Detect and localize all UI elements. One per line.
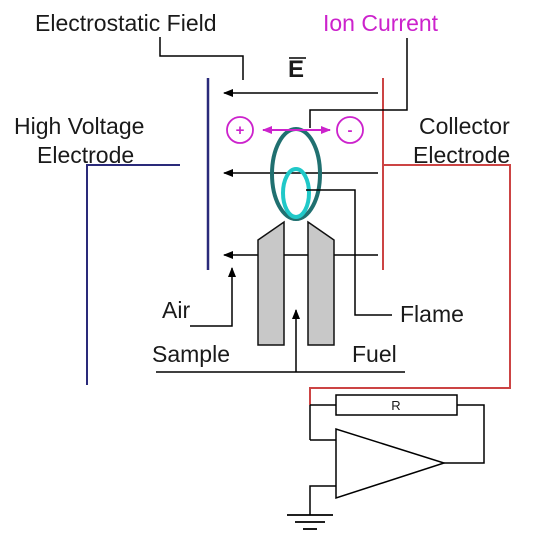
feedback-wire-right <box>444 404 485 464</box>
flame-leader <box>306 189 392 316</box>
air-label: Air <box>162 297 190 323</box>
op-amp-input-noninverting <box>309 485 336 515</box>
flame-outer <box>270 127 322 221</box>
high-voltage-electrode-lead <box>86 164 180 385</box>
fuel-label: Fuel <box>352 341 397 367</box>
collector-electrode-lead <box>309 164 511 405</box>
ion-current-label: Ion Current <box>323 10 439 36</box>
flame-inner <box>281 167 311 219</box>
right-nozzle <box>307 220 335 346</box>
op-amp <box>335 427 447 500</box>
collector-electrode-label-line2: Electrode <box>413 142 510 168</box>
e-field-symbol: E <box>288 56 304 83</box>
left-nozzle <box>257 220 285 346</box>
high-voltage-electrode-label-line2: Electrode <box>37 142 134 168</box>
ion-current-leader <box>309 38 408 128</box>
high-voltage-electrode-label-line1: High Voltage <box>14 113 144 139</box>
flame-label: Flame <box>400 301 464 327</box>
air-leader <box>190 267 236 327</box>
negative-ion-sign: - <box>348 122 353 139</box>
positive-ion-icon <box>226 116 254 144</box>
positive-ion-sign: + <box>236 122 245 139</box>
negative-ion-icon <box>336 116 364 144</box>
electrostatic-field-label: Electrostatic Field <box>35 10 217 36</box>
sample-label: Sample <box>152 341 230 367</box>
electrostatic-field-leader <box>159 37 244 80</box>
collector-electrode-label-line1: Collector <box>419 113 510 139</box>
resistor-label: R <box>391 398 400 413</box>
